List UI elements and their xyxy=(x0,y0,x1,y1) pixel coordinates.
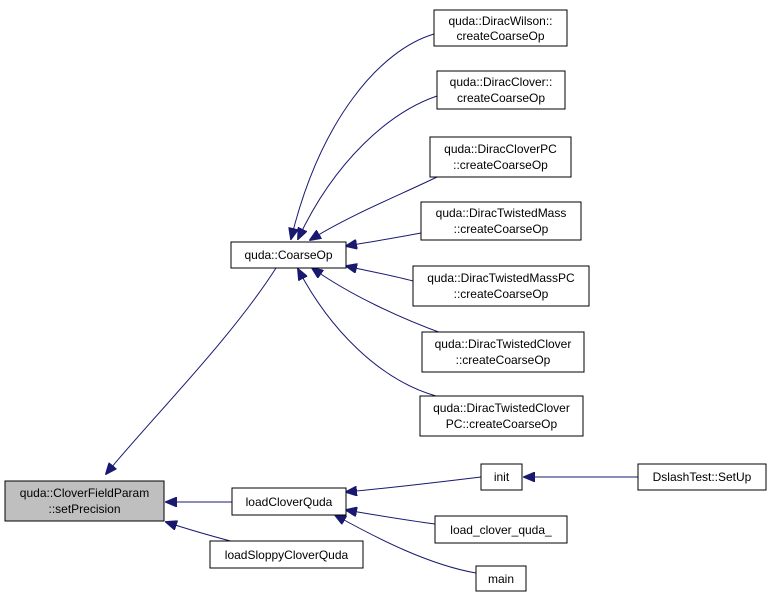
node-clover-field-param-set-precision[interactable]: quda::CloverFieldParam ::setPrecision xyxy=(4,480,165,522)
node-label-line2: createCoarseOp xyxy=(456,29,544,43)
node-label-line2: createCoarseOp xyxy=(457,91,545,105)
node-dslash-test-setup[interactable]: DslashTest::SetUp xyxy=(637,463,767,491)
node-label-line2: ::createCoarseOp xyxy=(454,287,549,301)
edge-diracclover-to-coarseop xyxy=(298,95,438,239)
node-label-line1: quda::DiracTwistedMassPC xyxy=(427,271,575,285)
edge-twistedclover-to-coarseop xyxy=(312,268,445,335)
node-dirac-clover-pc-create-coarse-op[interactable]: quda::DiracCloverPC ::createCoarseOp xyxy=(429,136,572,178)
node-label: init xyxy=(494,470,510,484)
node-label: main xyxy=(488,572,514,586)
edge-main-to-loadcloverquda xyxy=(335,515,477,574)
edge-init-to-loadcloverquda xyxy=(346,476,482,492)
edge-dircloverpc-to-coarseop xyxy=(310,176,438,240)
edge-loadsloppycloverquda-to-root xyxy=(166,522,239,544)
node-label-line2: ::setPrecision xyxy=(48,502,120,516)
node-label-line2: ::createCoarseOp xyxy=(456,353,551,367)
node-load-sloppy-clover-quda[interactable]: loadSloppyCloverQuda xyxy=(209,540,364,569)
node-label-line2: ::createCoarseOp xyxy=(454,222,549,236)
edge-loadcloverquda_-to-loadcloverquda xyxy=(346,510,436,525)
edge-twistedcloverpc-to-coarseop xyxy=(298,269,437,397)
edges-layer xyxy=(106,33,638,574)
node-label-line1: quda::DiracCloverPC xyxy=(444,142,557,156)
node-dirac-clover-create-coarse-op[interactable]: quda::DiracClover:: createCoarseOp xyxy=(436,70,566,110)
node-dirac-twisted-clover-pc-create-coarse-op[interactable]: quda::DiracTwistedClover PC::createCoars… xyxy=(419,395,584,437)
node-label: DslashTest::SetUp xyxy=(653,470,752,484)
nodes-layer: quda::CloverFieldParam ::setPrecision qu… xyxy=(4,9,767,592)
edge-twistedmasspc-to-coarseop xyxy=(346,266,414,282)
node-dirac-wilson-create-coarse-op[interactable]: quda::DiracWilson:: createCoarseOp xyxy=(433,9,568,47)
node-label-line1: quda::CloverFieldParam xyxy=(20,486,149,500)
node-label-line1: quda::DiracClover:: xyxy=(450,75,553,89)
node-label: quda::CoarseOp xyxy=(244,248,332,262)
node-label-line1: quda::DiracTwistedClover xyxy=(433,401,570,415)
node-label-line1: quda::DiracTwistedMass xyxy=(436,206,567,220)
node-label: loadCloverQuda xyxy=(246,495,333,509)
node-label-line1: quda::DiracWilson:: xyxy=(448,14,552,28)
node-dirac-twisted-mass-pc-create-coarse-op[interactable]: quda::DiracTwistedMassPC ::createCoarseO… xyxy=(412,265,590,307)
edge-twistedmass-to-coarseop xyxy=(346,232,422,246)
node-label: loadSloppyCloverQuda xyxy=(225,548,349,562)
edge-diracwilson-to-coarseop xyxy=(291,33,435,239)
node-dirac-twisted-mass-create-coarse-op[interactable]: quda::DiracTwistedMass ::createCoarseOp xyxy=(420,201,582,241)
node-label-line2: ::createCoarseOp xyxy=(453,158,548,172)
edge-coarseop-to-root xyxy=(106,267,277,474)
node-dirac-twisted-clover-create-coarse-op[interactable]: quda::DiracTwistedClover ::createCoarseO… xyxy=(421,331,585,373)
node-coarse-op[interactable]: quda::CoarseOp xyxy=(230,241,347,269)
node-init[interactable]: init xyxy=(480,463,523,491)
node-label: load_clover_quda_ xyxy=(450,523,552,537)
node-load-clover-quda-underscore[interactable]: load_clover_quda_ xyxy=(434,515,568,544)
node-main[interactable]: main xyxy=(475,565,527,592)
node-label-line1: quda::DiracTwistedClover xyxy=(435,337,572,351)
node-label-line2: PC::createCoarseOp xyxy=(446,417,558,431)
node-load-clover-quda[interactable]: loadCloverQuda xyxy=(231,487,347,516)
